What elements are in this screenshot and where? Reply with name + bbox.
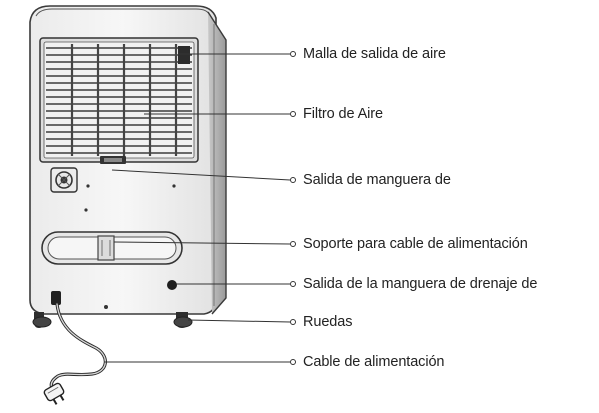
label-outlet-grille: Malla de salida de aire [303,46,446,62]
label-drain-hose-outlet: Salida de la manguera de drenaje de [303,276,538,292]
label-cord-holder: Soporte para cable de alimentación [303,236,528,252]
power-cord-holder [41,231,183,265]
label-power-cord: Cable de alimentación [303,354,445,370]
callout-leaders [104,51,296,365]
label-hose-outlet: Salida de manguera de [303,172,451,188]
grille-louvers [46,47,192,154]
continuous-drain-hose-outlet [50,167,176,212]
drain-outlet [167,280,177,290]
label-wheels: Ruedas [303,314,353,330]
wheels [32,312,193,328]
air-outlet-grille [39,37,199,164]
cord-entry [51,291,108,309]
power-cord [43,302,107,405]
plug-icon [43,382,65,405]
label-air-filter: Filtro de Aire [303,106,383,122]
